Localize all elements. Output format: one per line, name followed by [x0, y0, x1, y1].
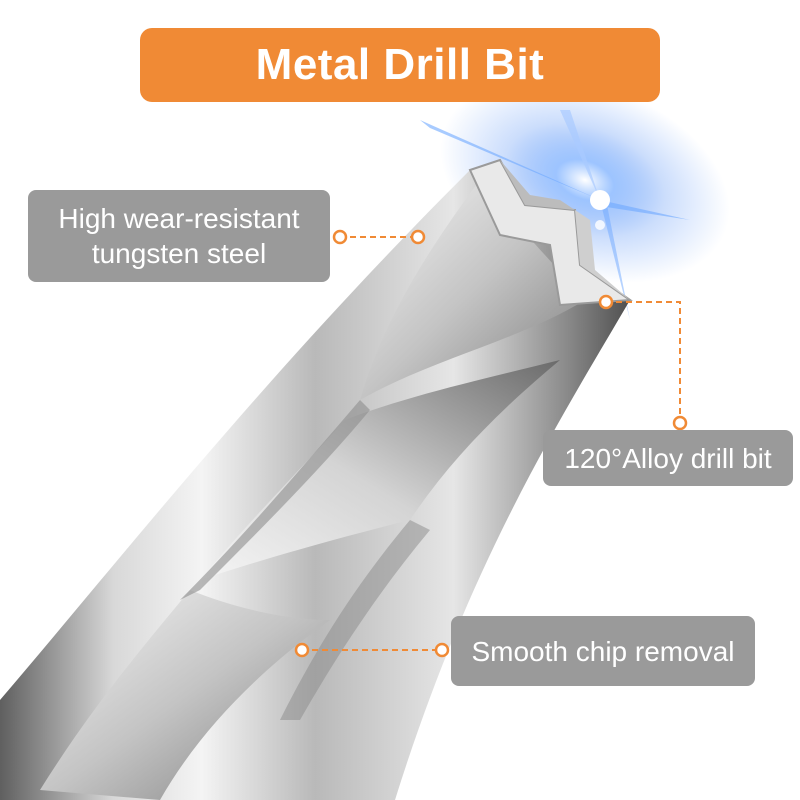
drill-body: [0, 158, 633, 800]
callout-wear-line2: tungsten steel: [91, 238, 267, 269]
callout-alloy-drill-bit: 120°Alloy drill bit: [543, 430, 793, 486]
callout-wear-resistant: High wear-resistant tungsten steel: [28, 190, 330, 282]
callout-leaders: [294, 229, 688, 658]
callout-chip-label: Smooth chip removal: [471, 635, 735, 667]
callout-wear-line1: High wear-resistant: [58, 203, 300, 234]
title-banner: Metal Drill Bit: [140, 28, 660, 102]
callout-alloy-label: 120°Alloy drill bit: [564, 442, 772, 474]
page-title: Metal Drill Bit: [255, 40, 545, 89]
callout-chip-removal: Smooth chip removal: [451, 616, 755, 686]
